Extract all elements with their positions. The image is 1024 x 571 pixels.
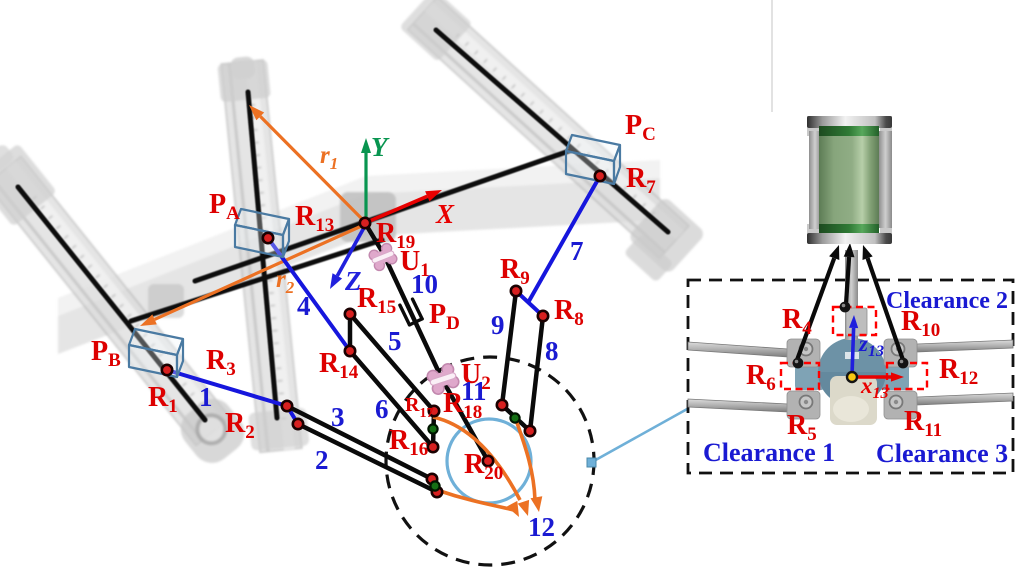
- svg-text:1: 1: [199, 382, 213, 412]
- svg-text:Y: Y: [371, 132, 390, 162]
- svg-text:10: 10: [411, 269, 438, 299]
- svg-text:5: 5: [388, 326, 402, 356]
- svg-text:8: 8: [545, 336, 559, 366]
- svg-text:z13: z13: [858, 331, 884, 360]
- svg-text:7: 7: [570, 236, 584, 266]
- svg-text:R15: R15: [357, 283, 396, 318]
- svg-text:3: 3: [331, 402, 345, 432]
- svg-text:2: 2: [315, 445, 329, 475]
- svg-text:11: 11: [461, 376, 487, 406]
- svg-text:4: 4: [297, 291, 311, 321]
- svg-text:R20: R20: [464, 449, 503, 484]
- svg-text:R11: R11: [904, 406, 942, 441]
- svg-text:X: X: [435, 199, 455, 229]
- svg-text:6: 6: [375, 394, 389, 424]
- svg-text:R14: R14: [319, 348, 359, 383]
- svg-text:Clearance 3: Clearance 3: [876, 439, 1008, 468]
- svg-text:Z: Z: [344, 266, 362, 296]
- svg-text:9: 9: [491, 310, 505, 340]
- svg-text:Clearance 2: Clearance 2: [886, 288, 1008, 314]
- svg-text:12: 12: [528, 512, 555, 542]
- svg-text:Clearance 1: Clearance 1: [703, 438, 835, 467]
